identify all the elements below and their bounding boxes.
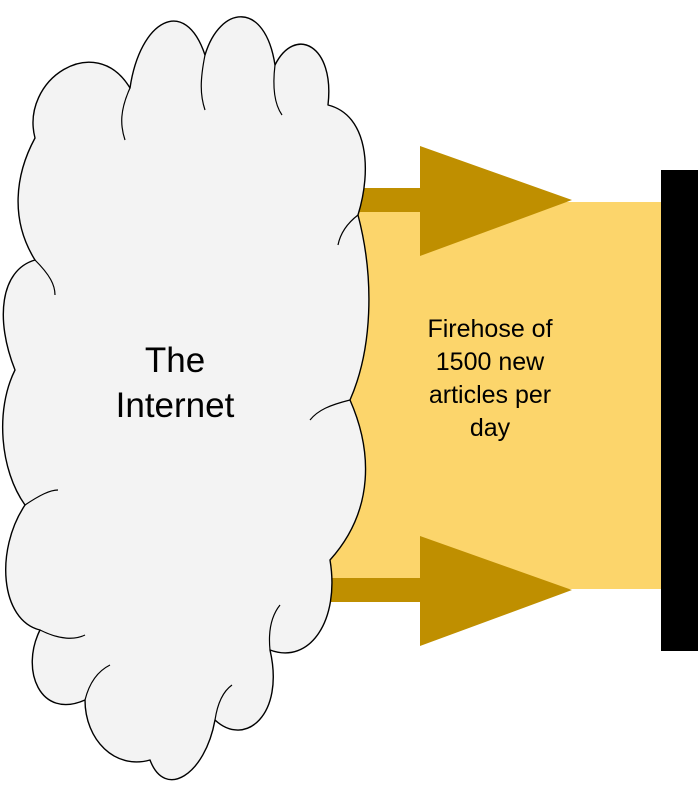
firehose-label-line: day (469, 414, 511, 442)
cloud-detail-line (84, 664, 111, 701)
cloud-detail-line (121, 87, 131, 141)
cloud-detail-line (337, 214, 359, 246)
cloud-detail-line (268, 604, 281, 651)
firehose-label-line: 1500 new (435, 348, 545, 376)
cloud-detail-line (214, 684, 233, 721)
cloud-label-line: Internet (115, 386, 235, 425)
cloud-label-line: The (144, 341, 206, 380)
cloud-detail-line (24, 489, 59, 506)
wall-barrier (661, 170, 698, 651)
firehose-band (330, 202, 662, 589)
cloud-shape (2, 16, 370, 781)
firehose-label: Firehose of 1500 new articles per day (372, 313, 608, 445)
firehose-label-line: Firehose of (427, 315, 553, 343)
cloud-detail-line (273, 64, 283, 116)
cloud-label: The Internet (50, 338, 300, 428)
firehose-label-line: articles per (428, 381, 552, 409)
cloud-detail-line (39, 629, 86, 639)
cloud-detail-line (309, 399, 351, 421)
cloud-detail-line (200, 54, 206, 111)
cloud-detail-line (34, 259, 56, 296)
